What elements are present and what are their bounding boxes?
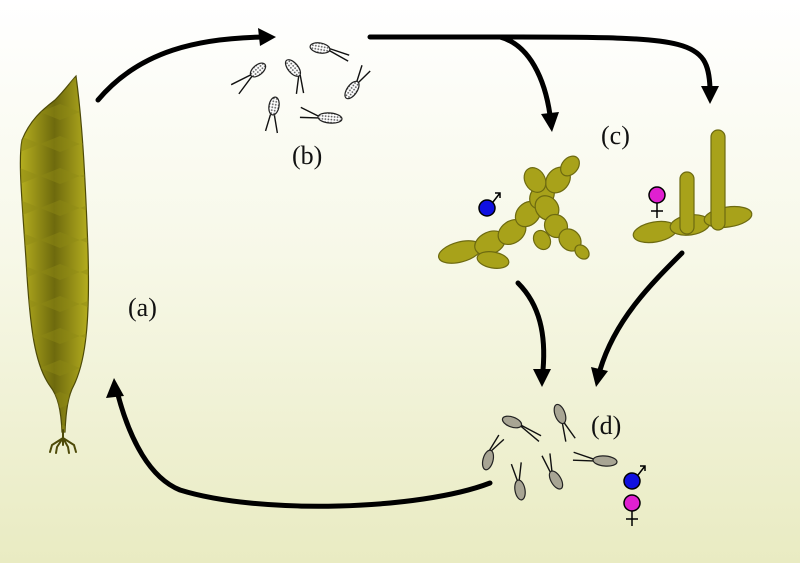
zoospore — [299, 106, 343, 124]
label-a: (a) — [128, 293, 157, 322]
gametes-cluster — [481, 403, 618, 501]
sporophyte-kelp — [19, 74, 90, 454]
zoospore — [309, 42, 350, 62]
label-c: (c) — [601, 121, 630, 150]
gamete — [481, 434, 505, 471]
male-gametophyte — [437, 155, 590, 269]
female-gametophyte — [632, 129, 753, 244]
female-symbol-icon — [623, 494, 641, 526]
male-symbol-icon — [623, 465, 646, 490]
label-d: (d) — [591, 411, 621, 440]
zoospore — [344, 65, 371, 100]
zoospores-cluster — [230, 42, 371, 134]
male-symbol-icon — [478, 192, 501, 217]
gamete — [572, 451, 618, 467]
gamete — [510, 462, 526, 501]
label-b: (b) — [292, 141, 322, 170]
arrow-zoospores-to-gametophytes — [367, 34, 719, 132]
female-symbol-icon — [648, 186, 666, 218]
gamete — [501, 415, 542, 442]
gamete — [541, 453, 564, 490]
arrow-sporophyte-to-zoospores — [95, 28, 276, 103]
zoospore — [264, 96, 280, 134]
zoospore — [284, 59, 305, 94]
gamete — [553, 403, 576, 442]
arrow-gametes-to-sporophyte — [106, 378, 493, 509]
arrow-gametophytes-to-gametes — [515, 250, 685, 387]
zoospore — [230, 62, 267, 95]
